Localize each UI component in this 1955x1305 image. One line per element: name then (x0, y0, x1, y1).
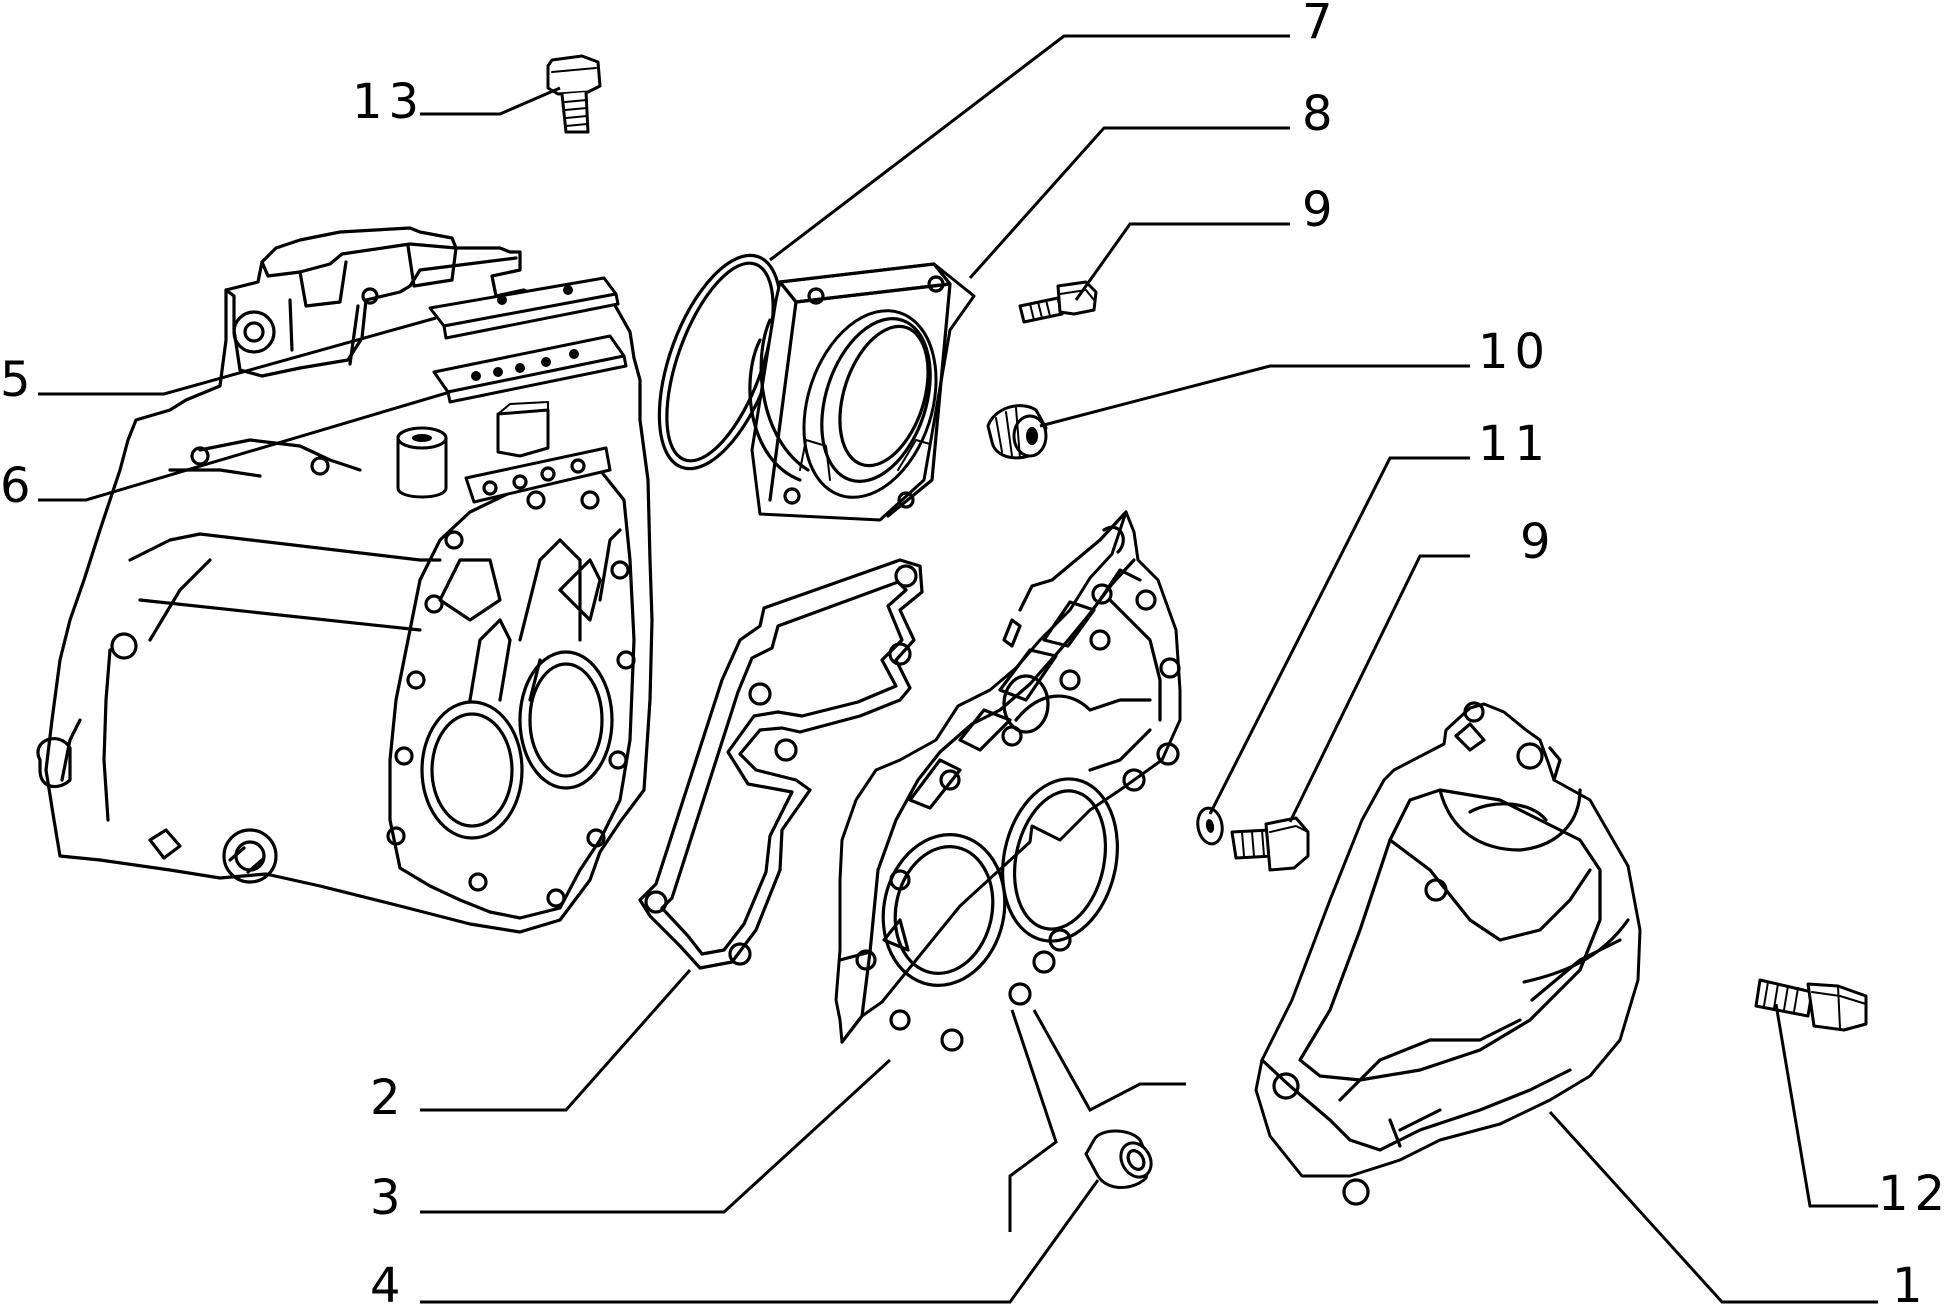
callout-5: 5 (0, 352, 37, 408)
leader-4 (420, 1179, 1100, 1304)
callout-4: 4 (370, 1258, 407, 1305)
part-12-bolt (1754, 978, 1868, 1032)
leader-12 (1774, 1003, 1878, 1208)
axis-line-upper (1032, 1009, 1186, 1113)
gearbox-housing (36, 226, 654, 934)
leader-13 (420, 86, 561, 116)
part-6-gasket (432, 334, 628, 404)
part-10-plug (986, 404, 1048, 460)
callout-3: 3 (370, 1170, 407, 1226)
part-9-bolt-lower (1230, 816, 1310, 872)
leader-3 (420, 1058, 892, 1214)
leader-9b (1288, 554, 1470, 823)
leader-lines (38, 34, 1878, 1304)
part-5-plate (428, 276, 620, 340)
leader-7 (769, 34, 1290, 262)
part-2-gasket (638, 558, 924, 970)
callout-9-upper: 9 (1302, 182, 1339, 238)
callout-2: 2 (370, 1070, 407, 1126)
leader-11 (1208, 456, 1470, 815)
leader-2 (420, 969, 692, 1112)
part-1-rear-cover (1254, 701, 1642, 1206)
callout-10: 10 (1478, 324, 1551, 380)
callout-6: 6 (0, 458, 37, 514)
part-4-bushing (1084, 1129, 1153, 1189)
leader-6 (38, 390, 451, 502)
leader-9a (1074, 222, 1290, 301)
leader-5 (38, 316, 437, 396)
leader-1 (1548, 1110, 1878, 1304)
part-8-flange (748, 262, 976, 522)
callout-13: 13 (352, 74, 425, 130)
part-13-bolt (546, 54, 602, 134)
axis-line-lower (1008, 1009, 1058, 1232)
callout-7: 7 (1302, 0, 1339, 50)
leader-8 (968, 126, 1290, 279)
callout-8: 8 (1302, 86, 1339, 142)
part-3-intermediate-plate (834, 510, 1182, 1052)
callout-9-lower: 9 (1520, 514, 1557, 570)
leader-10 (1039, 364, 1470, 428)
callout-1: 1 (1892, 1258, 1929, 1305)
callout-12: 12 (1878, 1166, 1951, 1222)
callout-11: 11 (1478, 416, 1551, 472)
part-11-washer (1196, 806, 1224, 846)
